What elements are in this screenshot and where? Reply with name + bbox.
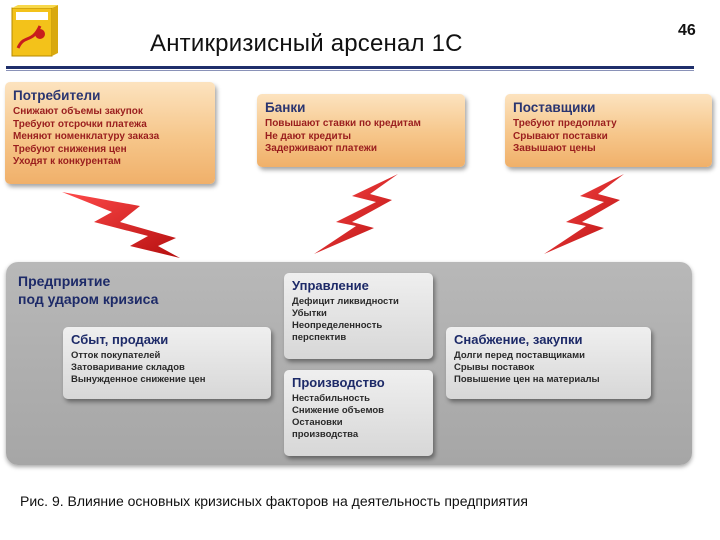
consumers-item: Требуют снижения цен	[13, 144, 207, 157]
enterprise-title: Предприятие под ударом кризиса	[18, 272, 158, 308]
sales-item: Затоваривание складов	[71, 362, 263, 374]
banks-item: Задерживают платежи	[265, 143, 457, 156]
production-box: Производство Нестабильность Снижение объ…	[284, 370, 433, 456]
suppliers-item: Завышают цены	[513, 143, 704, 156]
banks-box: Банки Повышают ставки по кредитам Не даю…	[257, 94, 465, 167]
figure-caption: Рис. 9. Влияние основных кризисных факто…	[20, 493, 528, 509]
production-item: Нестабильность	[292, 393, 425, 405]
management-box: Управление Дефицит ликвидности Убытки Не…	[284, 273, 433, 359]
production-item: производства	[292, 429, 425, 441]
enterprise-title-line1: Предприятие	[18, 272, 158, 290]
banks-item: Не дают кредиты	[265, 131, 457, 144]
1c-product-box-logo	[10, 4, 60, 58]
supply-item: Срывы поставок	[454, 362, 643, 374]
production-heading: Производство	[292, 375, 425, 390]
page-number: 46	[678, 22, 696, 40]
lightning-bolt-icon	[62, 192, 180, 258]
lightning-bolt-icon	[314, 174, 398, 254]
consumers-heading: Потребители	[13, 88, 207, 103]
consumers-item: Снижают объемы закупок	[13, 106, 207, 119]
consumers-box: Потребители Снижают объемы закупок Требу…	[5, 82, 215, 184]
supply-item: Долги перед поставщиками	[454, 350, 643, 362]
lightning-bolt-icon	[544, 174, 624, 254]
sales-item: Отток покупателей	[71, 350, 263, 362]
production-item: Снижение объемов	[292, 405, 425, 417]
page-title: Антикризисный арсенал 1С	[150, 30, 463, 58]
sales-item: Вынужденное снижение цен	[71, 374, 263, 386]
suppliers-heading: Поставщики	[513, 100, 704, 115]
sales-heading: Сбыт, продажи	[71, 332, 263, 347]
supply-box: Снабжение, закупки Долги перед поставщик…	[446, 327, 651, 399]
suppliers-item: Требуют предоплату	[513, 118, 704, 131]
management-heading: Управление	[292, 278, 425, 293]
consumers-item: Меняют номенклатуру заказа	[13, 131, 207, 144]
consumers-item: Уходят к конкурентам	[13, 156, 207, 169]
suppliers-item: Срывают поставки	[513, 131, 704, 144]
enterprise-title-line2: под ударом кризиса	[18, 290, 158, 308]
production-item: Остановки	[292, 417, 425, 429]
management-item: перспектив	[292, 332, 425, 344]
management-item: Неопределенность	[292, 320, 425, 332]
banks-item: Повышают ставки по кредитам	[265, 118, 457, 131]
sales-box: Сбыт, продажи Отток покупателей Затовари…	[63, 327, 271, 399]
title-rule	[6, 66, 694, 69]
supply-item: Повышение цен на материалы	[454, 374, 643, 386]
supply-heading: Снабжение, закупки	[454, 332, 643, 347]
consumers-item: Требуют отсрочки платежа	[13, 119, 207, 132]
management-item: Убытки	[292, 308, 425, 320]
management-item: Дефицит ликвидности	[292, 296, 425, 308]
banks-heading: Банки	[265, 100, 457, 115]
suppliers-box: Поставщики Требуют предоплату Срывают по…	[505, 94, 712, 167]
title-rule-thin	[6, 70, 694, 71]
